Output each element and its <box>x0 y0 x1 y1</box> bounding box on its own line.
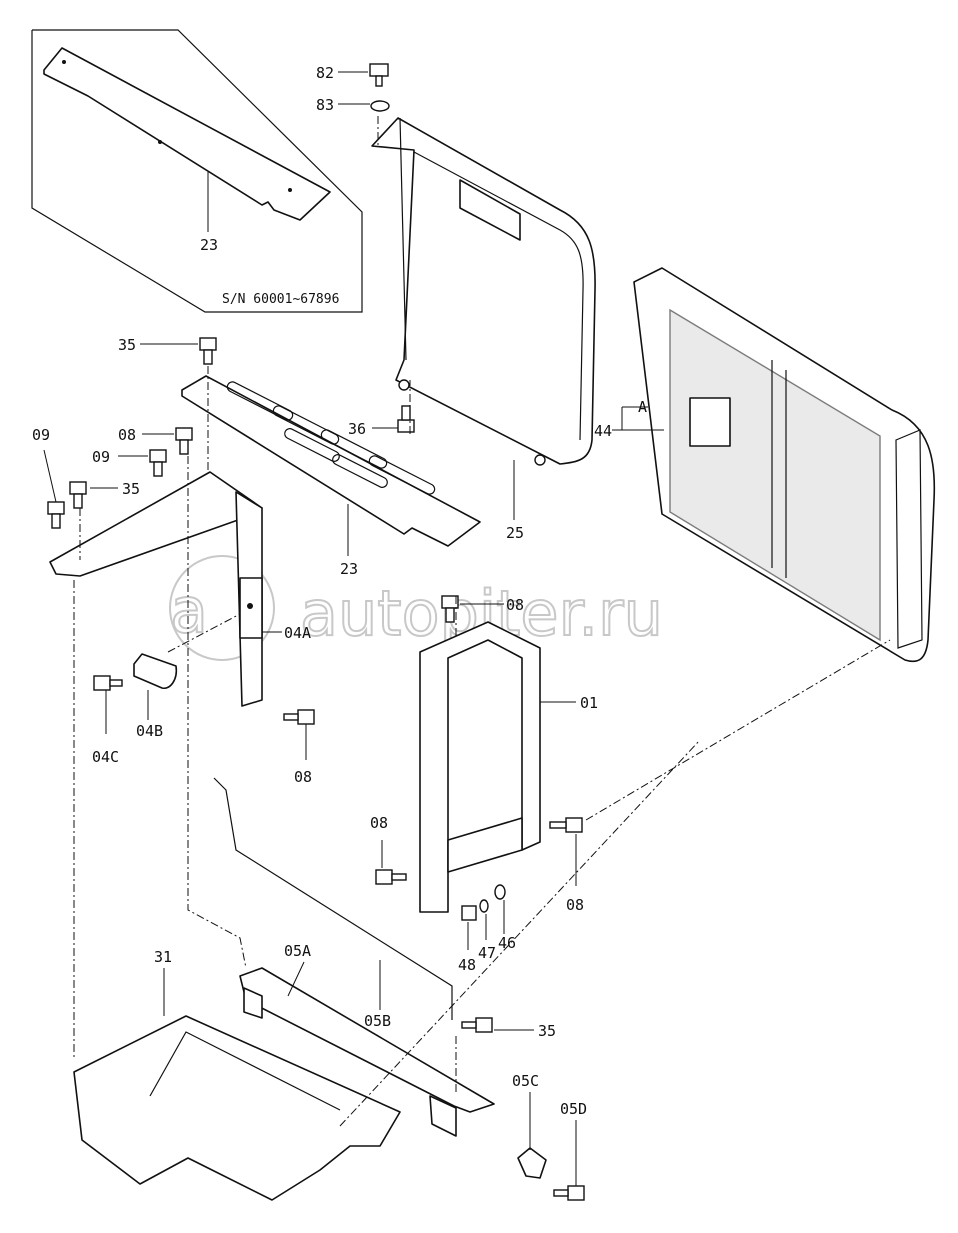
bolt-82 <box>369 63 389 87</box>
washer-83 <box>370 100 390 112</box>
support-bracket-04A <box>49 471 263 707</box>
callout-23-upper: 23 <box>200 236 218 254</box>
callout-04B: 04B <box>136 722 163 740</box>
cover-plate-23-upper <box>43 47 331 221</box>
callout-05B: 05B <box>364 1012 391 1030</box>
callout-09-a: 09 <box>32 426 50 444</box>
callout-09-b: 09 <box>92 448 110 466</box>
watermark-logo-letter: a <box>170 574 208 647</box>
callout-05A: 05A <box>284 942 311 960</box>
rod-05B <box>213 777 453 1020</box>
callout-08-c: 08 <box>294 768 312 786</box>
callout-08-b: 08 <box>506 596 524 614</box>
callout-36: 36 <box>348 420 366 438</box>
alignment-lines <box>73 116 891 1127</box>
radiator-frame-01 <box>419 621 541 913</box>
cross-member-05A <box>239 967 495 1137</box>
callout-08-d: 08 <box>370 814 388 832</box>
callout-48: 48 <box>458 956 476 974</box>
callout-04A: 04A <box>284 624 311 642</box>
callout-04C: 04C <box>92 748 119 766</box>
callout-25: 25 <box>506 524 524 542</box>
callout-08-a: 08 <box>118 426 136 444</box>
serial-inset: S/N 60001~67896 <box>31 29 363 313</box>
serial-note: S/N 60001~67896 <box>222 292 339 307</box>
callout-08-e: 08 <box>566 896 584 914</box>
washer-46 <box>494 884 506 900</box>
duct-31 <box>73 1015 401 1201</box>
callout-35-b: 35 <box>122 480 140 498</box>
bracket-05C <box>517 1147 547 1179</box>
callout-01: 01 <box>580 694 598 712</box>
callout-05D: 05D <box>560 1100 587 1118</box>
callout-83: 83 <box>316 96 334 114</box>
callout-23-lower: 23 <box>340 560 358 578</box>
bracket-04B <box>133 653 178 690</box>
bolt-group <box>47 337 585 1201</box>
callout-35-c: 35 <box>538 1022 556 1040</box>
grille-plate-23-lower <box>181 375 481 547</box>
callout-82: 82 <box>316 64 334 82</box>
callout-35-a: 35 <box>118 336 136 354</box>
callout-46: 46 <box>498 934 516 952</box>
callout-05C: 05C <box>512 1072 539 1090</box>
callout-labels: 82 83 23 35 36 08 09 09 35 23 25 A 44 04… <box>32 64 647 1118</box>
side-panel-44 <box>633 267 936 663</box>
nut-48 <box>461 905 477 921</box>
callout-47: 47 <box>478 944 496 962</box>
callout-31: 31 <box>154 948 172 966</box>
washer-47 <box>479 899 489 913</box>
side-cover-25 <box>371 117 596 466</box>
callout-A: A <box>638 398 647 416</box>
leader-lines <box>43 71 577 1186</box>
callout-44: 44 <box>594 422 612 440</box>
